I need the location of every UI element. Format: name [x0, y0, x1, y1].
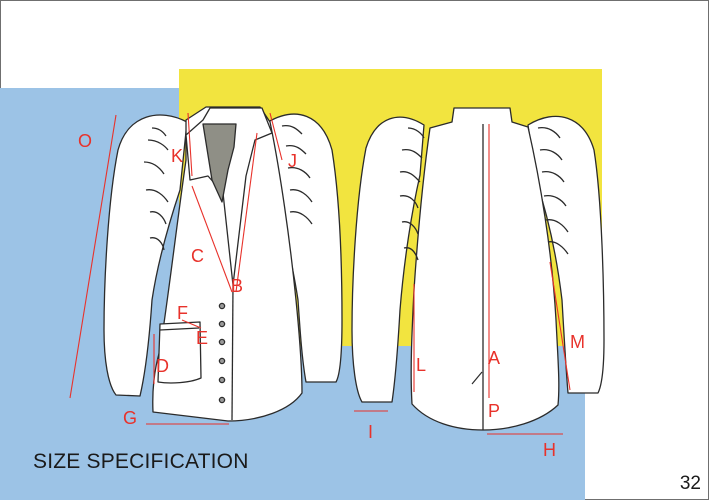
label-k: K	[171, 146, 183, 166]
label-h: H	[543, 440, 556, 460]
back-jacket	[351, 107, 605, 431]
page-number: 32	[679, 473, 701, 494]
measurement-labels: O K J C B F E D G I L A P H M	[78, 131, 585, 460]
front-left-sleeve	[103, 114, 188, 397]
measurement-lines	[69, 112, 571, 435]
size-specification-title: SIZE SPECIFICATION	[33, 450, 249, 473]
label-b: B	[231, 276, 243, 296]
front-buttons	[218, 302, 226, 404]
front-lapel-shade	[202, 123, 237, 203]
measure-line-m	[549, 261, 571, 391]
measure-line-j	[269, 112, 283, 161]
measure-line-c	[191, 185, 233, 293]
label-j: J	[288, 151, 297, 171]
label-d: D	[156, 356, 169, 376]
label-i: I	[368, 422, 373, 442]
label-o: O	[78, 131, 92, 151]
front-jacket	[103, 106, 343, 422]
label-f: F	[177, 303, 188, 323]
label-c: C	[191, 246, 204, 266]
hem-pointer	[471, 371, 483, 385]
measure-line-k	[187, 112, 193, 177]
label-m: M	[570, 332, 585, 352]
label-l: L	[416, 355, 426, 375]
back-left-sleeve	[351, 116, 425, 403]
label-e: E	[196, 328, 208, 348]
label-p: P	[488, 401, 500, 421]
label-g: G	[123, 408, 137, 428]
measure-line-o	[69, 114, 117, 399]
back-right-sleeve	[527, 115, 605, 394]
front-pocket	[157, 321, 202, 384]
measure-line-b	[235, 132, 258, 293]
measure-line-f	[181, 319, 202, 329]
label-a: A	[488, 348, 500, 368]
